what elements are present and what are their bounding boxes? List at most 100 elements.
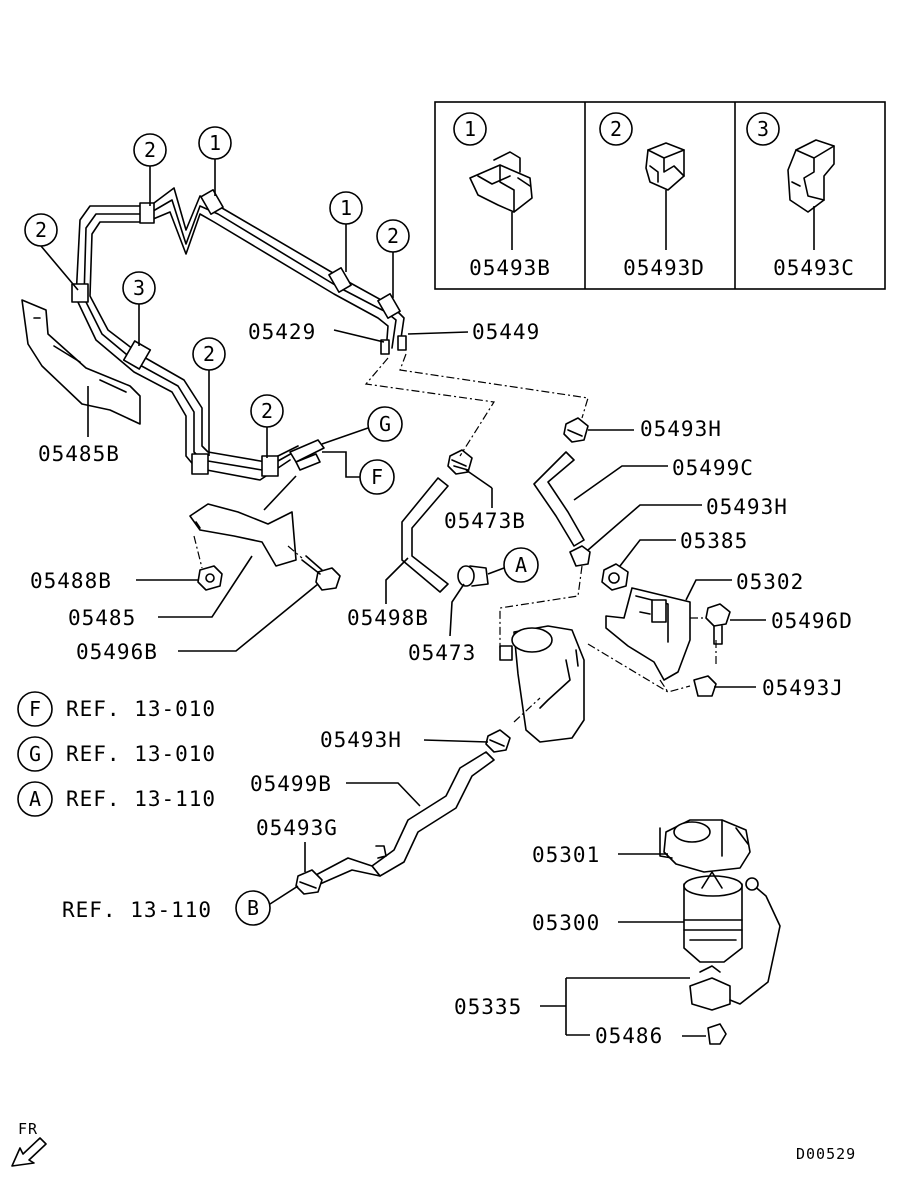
nut-05488b bbox=[197, 565, 223, 591]
label-05493h-mid: 05493H bbox=[706, 495, 788, 519]
reference-f: F REF. 13-010 bbox=[17, 691, 216, 727]
callout-2-b: 2 bbox=[24, 213, 79, 291]
callout-2-a: 2 bbox=[133, 133, 167, 206]
svg-text:F: F bbox=[29, 697, 41, 721]
diagram-code: D00529 bbox=[796, 1145, 856, 1163]
bracket-05485b bbox=[21, 299, 141, 437]
hose-clamp-05493h-mid bbox=[569, 545, 591, 567]
clip-05493c-icon bbox=[787, 139, 835, 250]
bolt-05496d bbox=[690, 603, 731, 645]
fuel-pipe-assembly bbox=[71, 187, 407, 481]
label-05335: 05335 bbox=[454, 995, 522, 1019]
label-05385: 05385 bbox=[680, 529, 748, 553]
pipe-end-05429 bbox=[380, 339, 390, 355]
filter-housing bbox=[499, 625, 585, 743]
svg-text:2: 2 bbox=[203, 342, 215, 366]
legend-cell-2: 2 05493D bbox=[599, 112, 705, 280]
legend-part-05493c: 05493C bbox=[773, 256, 855, 280]
legend-number-1: 1 bbox=[464, 117, 476, 141]
legend-number-2: 2 bbox=[610, 117, 622, 141]
label-05429: 05429 bbox=[248, 320, 316, 344]
dashed-connections bbox=[364, 353, 717, 723]
label-05496b: 05496B bbox=[76, 640, 158, 664]
svg-text:A: A bbox=[515, 553, 527, 577]
hose-fitting-small bbox=[375, 845, 387, 859]
hose-05498b bbox=[401, 477, 449, 593]
pipe-clamps bbox=[71, 189, 401, 477]
svg-text:B: B bbox=[247, 896, 259, 920]
clip-05493b-icon bbox=[469, 151, 533, 250]
svg-text:REF. 13-010: REF. 13-010 bbox=[66, 742, 216, 766]
hose-clip-05473b bbox=[447, 449, 473, 475]
callout-circles: 2 1 2 1 2 3 2 bbox=[24, 126, 539, 926]
label-05496d: 05496D bbox=[771, 609, 853, 633]
svg-text:REF. 13-110: REF. 13-110 bbox=[66, 787, 216, 811]
svg-text:2: 2 bbox=[144, 138, 156, 162]
label-05493g: 05493G bbox=[256, 816, 338, 840]
callout-1-b: 1 bbox=[329, 191, 363, 272]
svg-text:1: 1 bbox=[340, 196, 352, 220]
label-05473: 05473 bbox=[408, 641, 476, 665]
hose-clamp-05473 bbox=[457, 565, 489, 587]
front-arrow-icon bbox=[11, 1137, 47, 1167]
svg-text:F: F bbox=[371, 465, 383, 489]
legend-number-3: 3 bbox=[757, 117, 769, 141]
svg-text:REF. 13-010: REF. 13-010 bbox=[66, 697, 216, 721]
callout-f: F bbox=[322, 451, 395, 495]
callout-2-e: 2 bbox=[250, 394, 284, 458]
svg-text:2: 2 bbox=[261, 399, 273, 423]
bolt-05496b bbox=[287, 545, 341, 591]
callout-b: B bbox=[235, 885, 299, 926]
legend-cell-1: 1 05493B bbox=[453, 112, 551, 280]
label-05499b: 05499B bbox=[250, 772, 332, 796]
label-05473b: 05473B bbox=[444, 509, 526, 533]
label-ref-b: REF. 13-110 bbox=[62, 898, 212, 922]
reference-a: A REF. 13-110 bbox=[17, 781, 216, 817]
callout-a: A bbox=[487, 547, 539, 583]
svg-text:G: G bbox=[29, 742, 41, 766]
reference-legend: F REF. 13-010 G REF. 13-010 A REF. 13-11… bbox=[17, 691, 216, 817]
legend-part-05493b: 05493B bbox=[469, 256, 551, 280]
label-05485: 05485 bbox=[68, 606, 136, 630]
callout-g: G bbox=[321, 406, 403, 445]
label-05300: 05300 bbox=[532, 911, 600, 935]
svg-text:2: 2 bbox=[35, 218, 47, 242]
front-direction-indicator: FR bbox=[11, 1120, 47, 1167]
legend-part-05493d: 05493D bbox=[623, 256, 705, 280]
callout-3: 3 bbox=[122, 271, 156, 346]
label-05493h-low: 05493H bbox=[320, 728, 402, 752]
bracket-05485 bbox=[189, 475, 297, 569]
label-05486: 05486 bbox=[595, 1024, 663, 1048]
fr-label: FR bbox=[18, 1120, 38, 1138]
svg-text:A: A bbox=[29, 787, 41, 811]
callout-1-a: 1 bbox=[198, 126, 232, 196]
hose-clamp-05493g bbox=[295, 869, 323, 895]
svg-text:1: 1 bbox=[209, 131, 221, 155]
svg-text:3: 3 bbox=[133, 276, 145, 300]
hose-05499c bbox=[533, 451, 585, 547]
clip-05493j bbox=[693, 675, 717, 697]
label-05499c: 05499C bbox=[672, 456, 754, 480]
hose-05499b-lower bbox=[313, 857, 381, 885]
hose-clamp-05493h-top bbox=[563, 417, 589, 443]
pipe-end-05449 bbox=[397, 335, 407, 351]
clip-05493d-icon bbox=[645, 142, 685, 250]
reference-g: G REF. 13-010 bbox=[17, 736, 216, 772]
bracket-05302 bbox=[605, 587, 691, 681]
label-05488b: 05488B bbox=[30, 569, 112, 593]
fuel-filter-assembly bbox=[659, 819, 781, 1045]
clip-legend-box: 1 05493B 2 05493D 3 bbox=[434, 101, 886, 290]
grommet-05385 bbox=[601, 563, 629, 591]
part-labels: 05429 05449 05485B 05493H 05499C 05493H … bbox=[30, 320, 853, 1048]
legend-cell-3: 3 05493C bbox=[746, 112, 855, 280]
label-05302: 05302 bbox=[736, 570, 804, 594]
callout-2-c: 2 bbox=[376, 219, 410, 298]
label-05493j: 05493J bbox=[762, 676, 844, 700]
svg-text:G: G bbox=[379, 412, 391, 436]
label-05498b: 05498B bbox=[347, 606, 429, 630]
hose-05499b bbox=[371, 751, 495, 877]
label-05301: 05301 bbox=[532, 843, 600, 867]
label-05449: 05449 bbox=[472, 320, 540, 344]
hose-clamp-05493h-low bbox=[485, 729, 511, 753]
